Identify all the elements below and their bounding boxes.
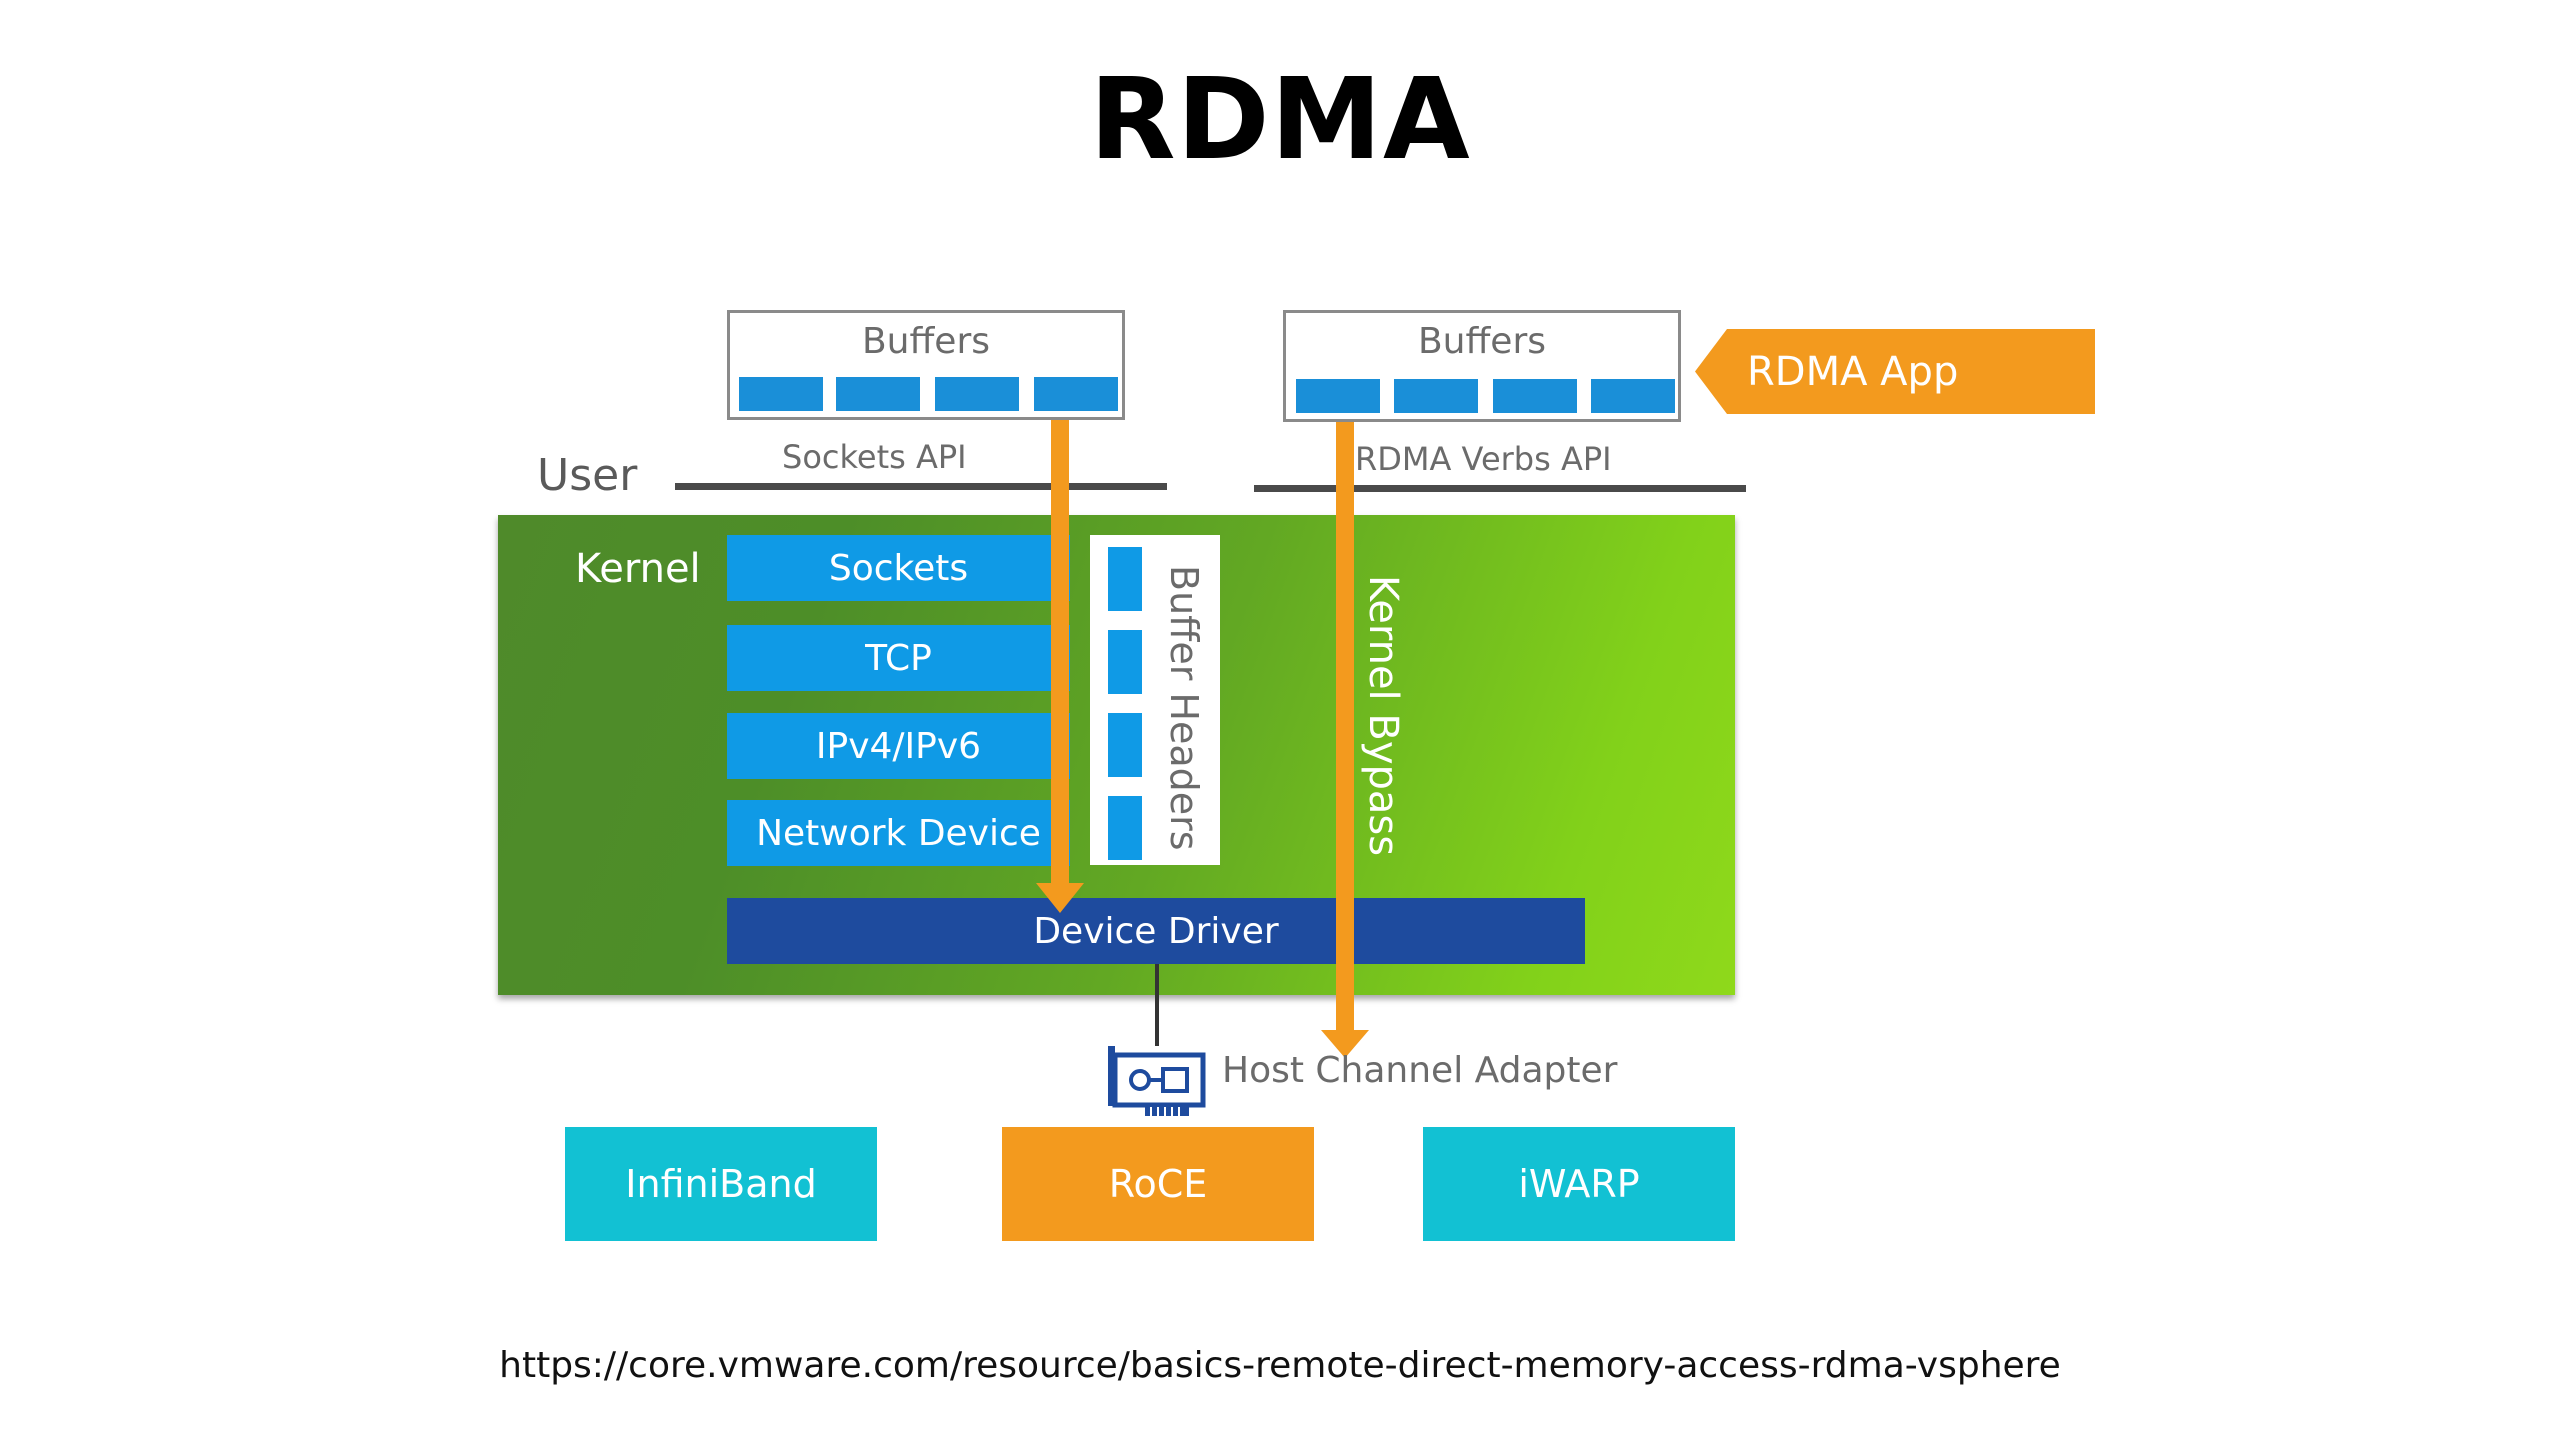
- buffer-header-cell: [1108, 547, 1142, 611]
- user-boundary-line-right: [1254, 485, 1746, 492]
- left-buffers-label: Buffers: [861, 321, 991, 362]
- rdma-app-tag: RDMA App: [1695, 329, 2095, 414]
- buffer-header-cell: [1108, 630, 1142, 694]
- buffer-headers-box: Buffer Headers: [1090, 535, 1220, 865]
- buffer-cell: [1296, 379, 1380, 413]
- stack-ip: IPv4/IPv6: [727, 713, 1070, 779]
- transport-iwarp: iWARP: [1423, 1127, 1735, 1241]
- transport-infiniband: InfiniBand: [565, 1127, 877, 1241]
- transport-roce: RoCE: [1002, 1127, 1314, 1241]
- stack-network-device: Network Device: [727, 800, 1070, 866]
- user-boundary-line-left: [675, 483, 1167, 490]
- device-driver: Device Driver: [727, 898, 1585, 964]
- kernel-label: Kernel: [575, 546, 701, 592]
- page-title: RDMA: [1089, 55, 1471, 185]
- buffer-cell: [1034, 377, 1118, 411]
- buffer-cell: [1591, 379, 1675, 413]
- buffer-header-cell: [1108, 796, 1142, 860]
- right-buffers-box: Buffers: [1283, 310, 1681, 422]
- user-label: User: [537, 450, 638, 501]
- buffer-cell: [935, 377, 1019, 411]
- buffer-cell: [836, 377, 920, 411]
- stack-sockets: Sockets: [727, 535, 1070, 601]
- left-buffers-box: Buffers: [727, 310, 1125, 420]
- buffer-cell: [1394, 379, 1478, 413]
- source-url: https://core.vmware.com/resource/basics-…: [499, 1345, 2061, 1386]
- host-channel-adapter-label: Host Channel Adapter: [1222, 1050, 1618, 1091]
- buffer-header-cell: [1108, 713, 1142, 777]
- buffer-cell: [1493, 379, 1577, 413]
- buffer-cell: [739, 377, 823, 411]
- network-card-icon: [1108, 1046, 1206, 1116]
- kernel-bypass-label: Kernel Bypass: [1360, 575, 1406, 857]
- sockets-api-label: Sockets API: [782, 438, 967, 476]
- right-buffers-label: Buffers: [1417, 321, 1547, 362]
- driver-hca-connector: [1155, 964, 1159, 1046]
- buffer-headers-label: Buffer Headers: [1162, 565, 1206, 851]
- stack-tcp: TCP: [727, 625, 1070, 691]
- rdma-verbs-api-label: RDMA Verbs API: [1355, 440, 1612, 478]
